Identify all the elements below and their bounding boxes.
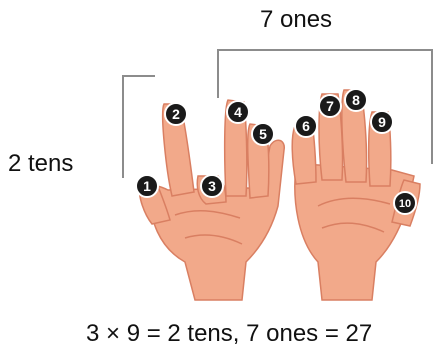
finger-badge-6: 6 [295,115,317,137]
finger-badge-7: 7 [319,95,341,117]
finger-number-7: 7 [326,98,334,114]
finger-badge-2: 2 [165,103,187,125]
finger-badge-8: 8 [345,89,367,111]
finger-badge-3: 3 [201,175,223,197]
equation-caption: 3 × 9 = 2 tens, 7 ones = 27 [86,322,372,346]
finger-number-3: 3 [208,178,216,194]
finger-number-10: 10 [399,198,411,210]
finger-badge-1: 1 [136,175,158,197]
ones-label: 7 ones [260,8,332,32]
finger-number-6: 6 [302,118,310,134]
finger-badge-10: 10 [394,192,416,214]
finger-number-8: 8 [352,92,360,108]
finger-number-9: 9 [378,114,386,130]
finger-badge-4: 4 [227,101,249,123]
finger-badge-5: 5 [252,123,274,145]
tens-label: 2 tens [8,152,73,176]
finger-number-2: 2 [172,106,180,122]
finger-badge-9: 9 [371,111,393,133]
finger-number-5: 5 [259,126,267,142]
finger-number-4: 4 [234,104,242,120]
finger-number-1: 1 [143,178,151,194]
tens-bracket [123,76,155,178]
